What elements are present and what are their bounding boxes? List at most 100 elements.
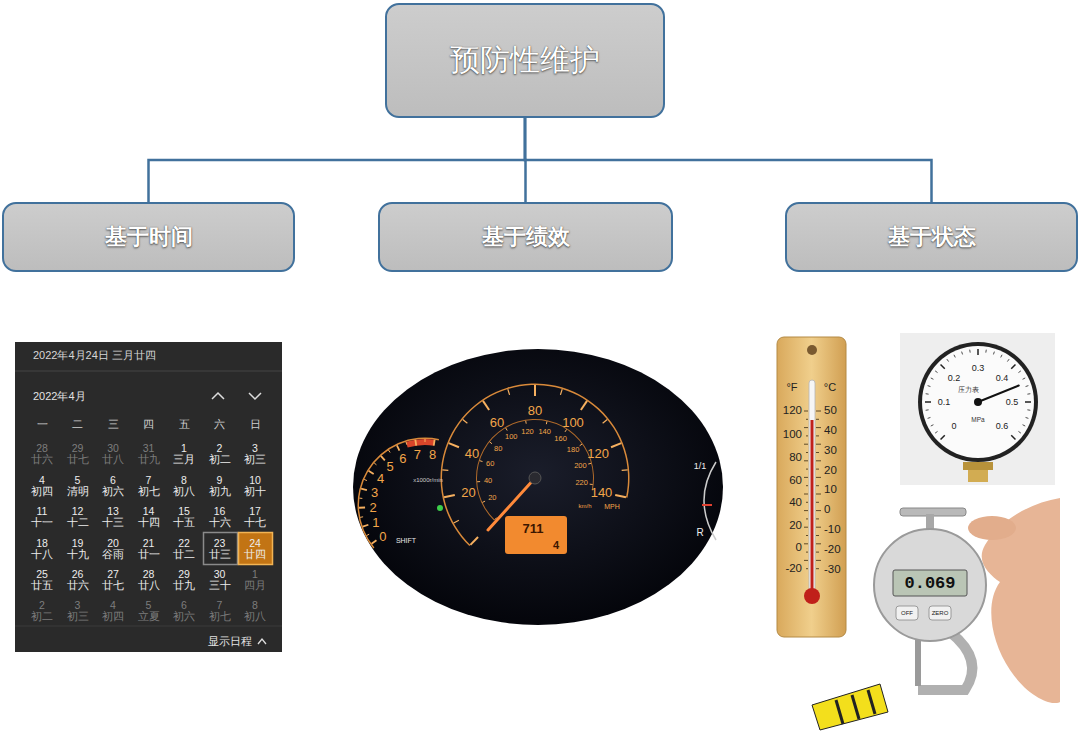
- scale-ticks-part: [804, 411, 808, 412]
- pressure-gauge-part: [974, 398, 982, 406]
- illustration-label: °F: [786, 382, 797, 393]
- dial-ticks-part: [444, 495, 455, 497]
- dial-ticks-part: [449, 443, 459, 447]
- gauge-ticks-part: [931, 425, 934, 426]
- pressure-gauge-part: [918, 342, 1038, 462]
- illustration-label: 17 十七: [242, 506, 268, 528]
- illustration-label: 18 十八: [29, 537, 55, 559]
- illustration-label: 180: [567, 447, 580, 455]
- illustration-label: 0: [379, 529, 386, 542]
- illustration-label: 26 廿六: [65, 569, 91, 591]
- gauge-ticks-part: [977, 349, 979, 355]
- dial-ticks-part: [483, 401, 489, 410]
- illustration-label: 0.1: [938, 398, 951, 407]
- scale-ticks-part: [816, 444, 821, 445]
- illustration-label: 40: [824, 425, 837, 437]
- node-label: 基于时间: [105, 222, 193, 252]
- illustration-label: 8 初八: [171, 475, 197, 497]
- illustration-label: 100: [783, 429, 802, 441]
- illustration-label: 20: [461, 486, 475, 499]
- pressure-gauge-part: [978, 386, 1019, 403]
- dial-ticks-part: [367, 534, 370, 535]
- calendar-widget-part: [204, 533, 238, 565]
- illustration-label: 28 廿六: [29, 443, 55, 465]
- scale-ticks-part: [804, 560, 808, 561]
- dial-ticks-part: [506, 428, 508, 431]
- gauge-ticks-part: [941, 435, 945, 439]
- speedometer-part: [704, 462, 716, 540]
- thermometer: [777, 337, 846, 637]
- scale-ticks-part: [804, 527, 808, 528]
- scale-ticks-part: [806, 568, 808, 569]
- dial-ticks: [358, 384, 630, 549]
- dial-ticks-part: [534, 385, 536, 396]
- pressure-gauge: [900, 333, 1055, 485]
- gauge-ticks-part: [1025, 401, 1031, 403]
- thermometer-part: [811, 420, 814, 592]
- illustration-label: -30: [824, 564, 841, 576]
- dial-ticks-part: [490, 442, 492, 444]
- illustration-label: 0: [796, 542, 802, 554]
- illustration-label: 5 立夏: [136, 600, 162, 622]
- illustration-label: 20 谷雨: [100, 537, 126, 559]
- pressure-gauge-part: [968, 470, 988, 482]
- scale-ticks-part: [804, 427, 808, 428]
- illustration-label: 120: [521, 428, 534, 436]
- dial-ticks-part: [381, 456, 385, 460]
- illustration-label: 140: [538, 428, 551, 436]
- dial-ticks-part: [374, 463, 376, 465]
- illustration-label: 4 初四: [29, 475, 55, 497]
- dial-ticks-part: [546, 421, 548, 424]
- illustration-label: °C: [824, 382, 836, 393]
- illustration-label: 19 十九: [65, 537, 91, 559]
- gauge-ticks-part: [926, 409, 929, 410]
- illustration-label: MPH: [604, 503, 620, 510]
- speedometer-part: [505, 516, 567, 554]
- illustration-label: 一: [37, 419, 48, 430]
- scale-ticks-part: [816, 552, 819, 553]
- illustration-label: 120: [783, 405, 802, 417]
- thermometer-part: [807, 345, 817, 355]
- calendar-widget: [15, 342, 282, 652]
- scale-ticks-part: [816, 477, 821, 478]
- gauge-ticks-part: [1023, 378, 1026, 379]
- illustration-label: 30: [824, 445, 837, 457]
- process-box: 基于时间: [2, 202, 295, 272]
- illustration-label: 9 初九: [207, 475, 233, 497]
- gauge-ticks-part: [1027, 409, 1030, 410]
- scale-ticks-part: [804, 494, 808, 495]
- illustration-label: 0.069: [904, 575, 955, 592]
- dial-ticks-part: [454, 520, 459, 523]
- illustration-label: 4 初四: [100, 600, 126, 622]
- scale-ticks-part: [816, 494, 821, 495]
- illustration-label: 220: [575, 480, 588, 488]
- gauge-ticks-part: [1026, 385, 1029, 387]
- illustration-label: OFF: [901, 610, 913, 616]
- illustration-label: 0.2: [948, 373, 961, 382]
- thermometer-part: [777, 337, 846, 637]
- illustration-label: 11 十一: [29, 506, 55, 528]
- dial-ticks-part: [359, 498, 362, 499]
- illustration-label: 711: [523, 522, 544, 535]
- illustration-label: 80: [494, 445, 502, 453]
- dial-ticks-part: [405, 442, 407, 445]
- illustration-label: 四: [143, 419, 154, 430]
- dial-ticks-part: [525, 421, 526, 424]
- scale-ticks-part: [804, 510, 808, 511]
- scale-ticks-part: [816, 543, 821, 544]
- illustration-label: 30 三十: [207, 569, 233, 591]
- illustration-label: 20: [789, 520, 802, 532]
- dial-ticks-part: [560, 389, 562, 395]
- illustration-label: 1 四月: [242, 569, 268, 591]
- illustration-label: 2: [369, 501, 376, 514]
- dial-ticks-part: [615, 495, 626, 497]
- dial-ticks-part: [588, 463, 591, 465]
- illustration-label: 120: [587, 446, 609, 459]
- gauge-ticks-part: [1011, 435, 1015, 439]
- scale-ticks: [804, 411, 821, 569]
- illustration-label: 40: [789, 497, 802, 509]
- scale-ticks-part: [804, 460, 808, 461]
- process-box: 基于绩效: [378, 202, 673, 272]
